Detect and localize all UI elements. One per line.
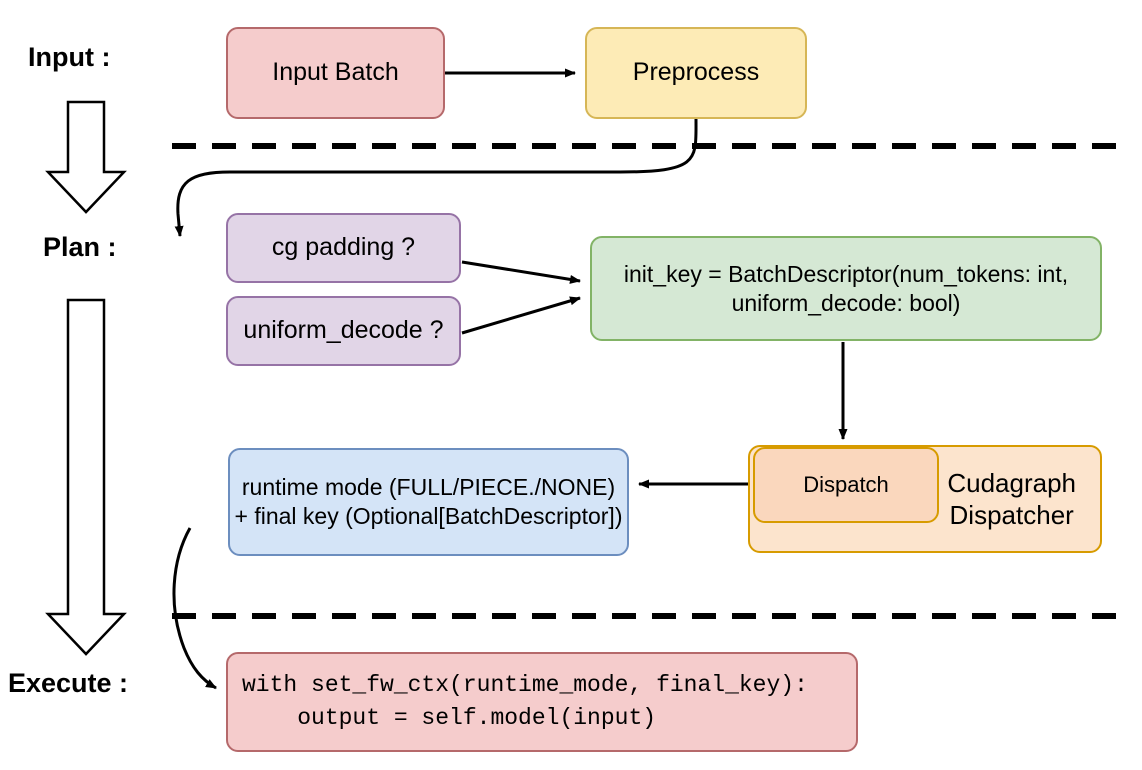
node-init-key[interactable]: init_key = BatchDescriptor(num_tokens: i… [590,236,1102,341]
node-uniform-decode[interactable]: uniform_decode ? [226,296,461,366]
node-runtime-mode-label: runtime mode (FULL/PIECE./NONE) + final … [235,473,623,531]
node-preprocess-label: Preprocess [632,58,760,87]
node-runtime-mode-line1: runtime mode (FULL/PIECE./NONE) [241,474,616,501]
node-init-key-label: init_key = BatchDescriptor(num_tokens: i… [623,260,1069,316]
node-preprocess[interactable]: Preprocess [585,27,807,119]
stage-label-plan: Plan : [43,232,117,262]
edge-cg-padding-to-init-key [461,260,581,284]
input-to-plan-arrow [45,100,127,214]
stage-label-input: Input : [28,42,111,72]
node-cg-padding-label: cg padding ? [271,233,416,262]
node-execute-code[interactable]: with set_fw_ctx(runtime_mode, final_key)… [226,652,858,752]
node-cg-padding[interactable]: cg padding ? [226,213,461,283]
node-runtime-mode[interactable]: runtime mode (FULL/PIECE./NONE) + final … [228,448,629,556]
node-cudagraph-dispatcher-line1: Cudagraph [947,467,1076,498]
stage-label-execute: Execute : [8,668,129,698]
node-dispatch[interactable]: Dispatch [753,447,939,523]
node-runtime-mode-line2: + final key (Optional[BatchDescriptor]) [234,503,623,529]
node-input-batch[interactable]: Input Batch [226,27,445,119]
node-input-batch-label: Input Batch [272,58,399,87]
edge-uniform-decode-to-init-key [461,296,581,335]
node-cudagraph-dispatcher-line2: Dispatcher [949,500,1074,530]
node-uniform-decode-label: uniform_decode ? [243,316,444,345]
node-cudagraph-dispatcher-label: Cudagraph Dispatcher [947,467,1076,532]
node-dispatch-label: Dispatch [803,472,889,498]
plan-to-execute-arrow [45,298,127,656]
edge-runtime-mode-to-execute-code [172,527,217,690]
node-execute-code-label: with set_fw_ctx(runtime_mode, final_key)… [242,671,808,731]
